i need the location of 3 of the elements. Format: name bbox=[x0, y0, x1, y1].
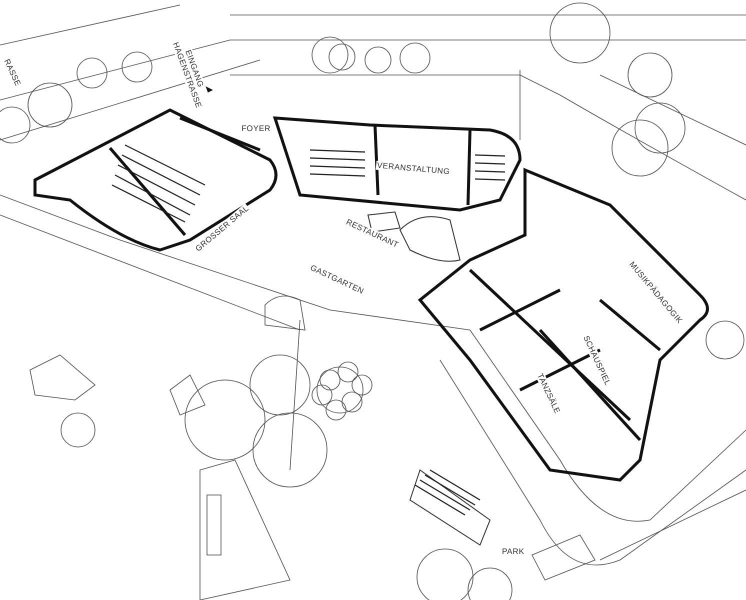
room-label: FOYER bbox=[240, 124, 272, 133]
room-label: VERANSTALTUNG bbox=[375, 160, 451, 176]
area-label: PARK bbox=[501, 546, 526, 556]
